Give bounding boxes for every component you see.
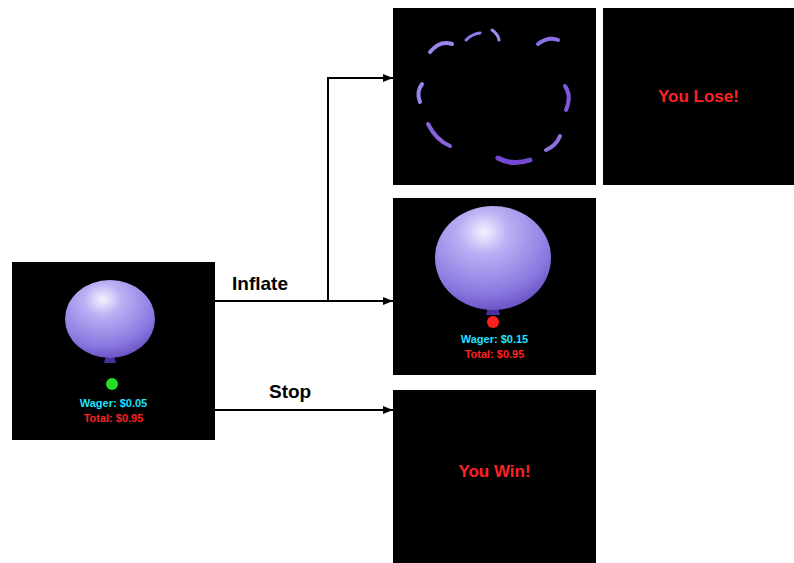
burst-fragments — [418, 30, 568, 163]
total-text: Total: $0.95 — [12, 412, 215, 425]
screen-panel — [12, 262, 215, 440]
flow-arrow — [215, 300, 393, 302]
screen-panel — [393, 8, 596, 185]
edge-label: Stop — [269, 382, 311, 403]
flow-arrow — [215, 78, 393, 301]
large-balloon — [435, 206, 551, 328]
status-dot — [106, 378, 118, 390]
status-dot — [487, 316, 499, 328]
flow-arrow — [215, 409, 393, 411]
total-text: Total: $0.95 — [393, 348, 596, 361]
result-text: You Lose! — [603, 87, 794, 107]
win-screen: You Win! — [393, 390, 596, 563]
screen-panel — [603, 8, 794, 185]
lose-screen: You Lose! — [603, 8, 794, 185]
screen-panel — [393, 390, 596, 563]
edge-label: Inflate — [232, 274, 288, 295]
wager-text: Wager: $0.15 — [393, 333, 596, 346]
trial-screen: Wager: $0.05Total: $0.95 — [12, 262, 215, 440]
screen-panel — [393, 198, 596, 375]
wager-text: Wager: $0.05 — [12, 397, 215, 410]
result-text: You Win! — [393, 462, 596, 482]
burst-screen — [393, 8, 596, 185]
inflated-screen: Wager: $0.15Total: $0.95 — [393, 198, 596, 375]
small-balloon — [65, 280, 155, 390]
